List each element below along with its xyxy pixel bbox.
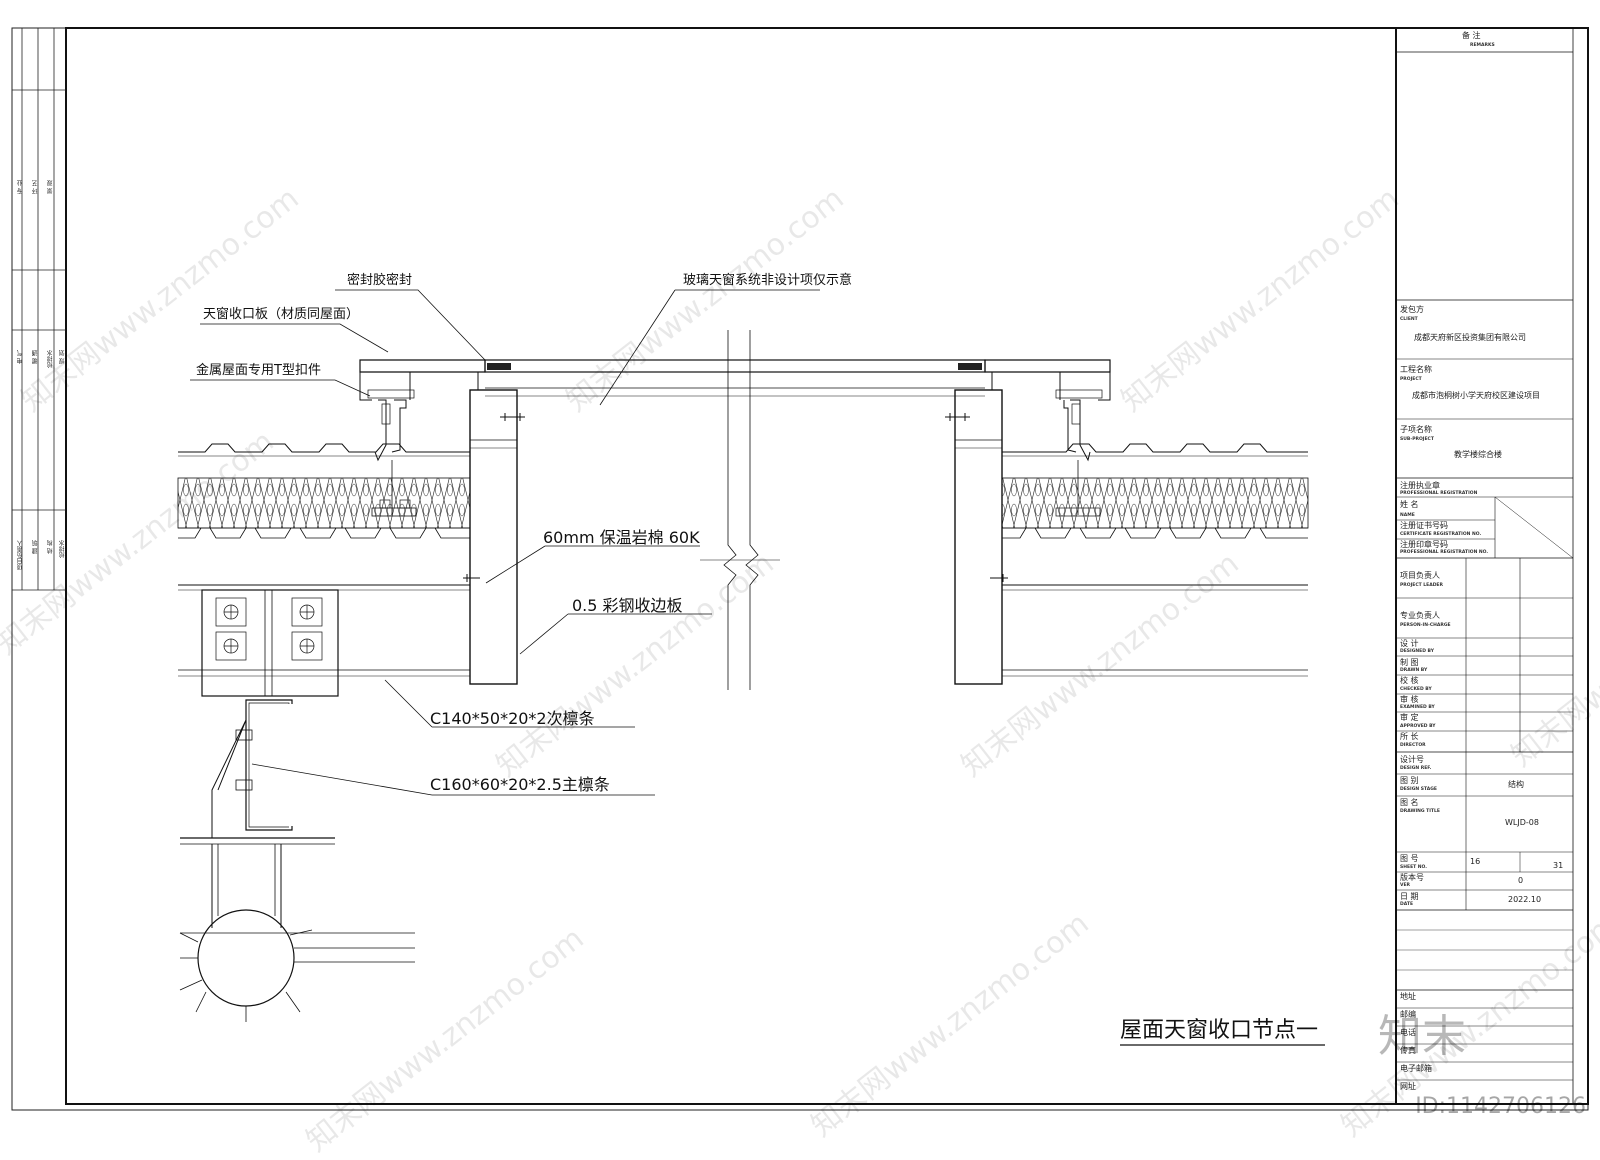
metal-roof-panel bbox=[178, 443, 470, 453]
tb-subproject-label: 子项名称 bbox=[1400, 425, 1432, 434]
tb-examined: 审 核 bbox=[1400, 695, 1419, 704]
label-sealant: 密封胶密封 bbox=[347, 273, 413, 288]
tb-fax: 传真 bbox=[1400, 1046, 1416, 1055]
watermark-id: ID:1142706126 bbox=[1415, 1094, 1586, 1119]
skylight-frame-left bbox=[469, 389, 518, 685]
glass-skylight bbox=[477, 330, 993, 690]
tb-person-in-charge: 专业负责人 bbox=[1400, 611, 1440, 620]
tb-date-en: DATE bbox=[1400, 902, 1414, 907]
tb-subproject-value: 教学楼综合楼 bbox=[1454, 450, 1502, 459]
tb-drawing-title-value: WLJD-08 bbox=[1505, 818, 1539, 827]
tb-seal-en: PROFESSIONAL REGISTRATION NO. bbox=[1400, 550, 1489, 555]
tb-subproject-en: SUB-PROJECT bbox=[1400, 437, 1434, 442]
tb-seal-label: 注册印章号码 bbox=[1400, 540, 1448, 549]
strip-text: 规 划 bbox=[59, 350, 66, 364]
tb-client-en: CLIENT bbox=[1400, 317, 1418, 322]
tb-drawing-title-en: DRAWING TITLE bbox=[1400, 809, 1440, 814]
tb-project-en: PROJECT bbox=[1400, 377, 1422, 382]
connection-plate bbox=[201, 589, 339, 697]
tb-project-leader-en: PROJECT LEADER bbox=[1400, 583, 1443, 588]
tb-project-leader: 项目负责人 bbox=[1400, 571, 1440, 580]
tb-director-en: DIRECTOR bbox=[1400, 743, 1426, 748]
tb-http: 网址 bbox=[1400, 1082, 1416, 1091]
c-purlin bbox=[245, 699, 293, 831]
cad-drawing-sheet bbox=[11, 27, 1589, 1111]
skylight-frame-right bbox=[954, 389, 1003, 685]
closing-plate bbox=[359, 359, 486, 373]
tb-stage-en: DESIGN STAGE bbox=[1400, 787, 1437, 792]
tb-examined-en: EXAMINED BY bbox=[1400, 705, 1435, 710]
tb-designed: 设 计 bbox=[1400, 639, 1419, 648]
tb-name-label: 姓 名 bbox=[1400, 500, 1419, 509]
tb-drawing-title: 图 名 bbox=[1400, 798, 1419, 807]
tb-email: 电子邮箱 bbox=[1400, 1064, 1432, 1073]
t-clip bbox=[374, 399, 407, 462]
title-block-frame bbox=[1395, 28, 1574, 1104]
watermark-logo: 知末 bbox=[1378, 1011, 1466, 1062]
tb-sheet-total: 31 bbox=[1553, 861, 1564, 870]
tb-client-value: 成都天府新区投资集团有限公司 bbox=[1414, 333, 1526, 342]
tb-approved-en: APPROVED BY bbox=[1400, 724, 1436, 729]
tb-stage-value: 结构 bbox=[1508, 780, 1524, 789]
tb-drawn: 制 图 bbox=[1400, 658, 1419, 667]
left-info-strip bbox=[12, 28, 66, 591]
strip-text: 景 观 bbox=[47, 180, 54, 194]
label-main-purlin: C160*60*20*2.5主檩条 bbox=[430, 775, 610, 794]
label-insulation: 60mm 保温岩棉 60K bbox=[543, 528, 700, 547]
tb-person-in-charge-en: PERSON-IN-CHARGE bbox=[1400, 623, 1451, 628]
tb-stage: 图 别 bbox=[1400, 776, 1419, 785]
strip-text: 环 艺 bbox=[32, 180, 39, 194]
strip-text: 建 筑 bbox=[32, 540, 39, 554]
strip-text: 给排水 bbox=[59, 540, 66, 558]
tb-version-value: 0 bbox=[1518, 876, 1524, 885]
steel-pipe bbox=[197, 909, 295, 1007]
strip-text: 专 业 bbox=[17, 180, 24, 194]
leader-lines bbox=[190, 289, 1325, 1046]
label-t-clip: 金属屋面专用T型扣件 bbox=[196, 363, 321, 378]
tb-name-en: NAME bbox=[1400, 513, 1415, 518]
tb-tel: 电话 bbox=[1400, 1028, 1416, 1037]
tb-client-label: 发包方 bbox=[1400, 305, 1424, 314]
strip-text: 结 构 bbox=[47, 540, 54, 554]
tb-project-label: 工程名称 bbox=[1400, 365, 1432, 374]
tb-sheet-no-value: 16 bbox=[1470, 857, 1481, 866]
deck-profile bbox=[178, 527, 470, 539]
strip-text: 项目负责人 bbox=[17, 540, 24, 570]
tb-design-ref-en: DESIGN REF. bbox=[1400, 766, 1432, 771]
tb-date: 日 期 bbox=[1400, 892, 1419, 901]
tb-reg-en: PROFESSIONAL REGISTRATION bbox=[1400, 491, 1478, 496]
tb-post: 邮编 bbox=[1400, 1010, 1416, 1019]
tb-checked: 校 核 bbox=[1400, 676, 1419, 685]
tb-reg-label: 注册执业章 bbox=[1400, 481, 1440, 490]
tb-version-en: VER bbox=[1400, 883, 1411, 888]
tb-project-value: 成都市泡桐树小学天府校区建设项目 bbox=[1412, 391, 1540, 400]
tb-design-ref: 设计号 bbox=[1400, 755, 1424, 764]
insulation-layer bbox=[177, 477, 471, 529]
tb-cert-en: CERTIFICATE REGISTRATION NO. bbox=[1400, 532, 1482, 537]
tb-date-value: 2022.10 bbox=[1508, 895, 1542, 904]
left-roof-assembly bbox=[177, 359, 525, 1022]
tb-designed-en: DESIGNED BY bbox=[1400, 649, 1435, 654]
tb-remarks-en: REMARKS bbox=[1470, 43, 1495, 48]
label-closing-plate: 天窗收口板（材质同屋面） bbox=[203, 307, 360, 322]
label-glass-skylight: 玻璃天窗系统非设计项仅示意 bbox=[683, 273, 853, 288]
label-secondary-purlin: C140*50*20*2次檩条 bbox=[430, 709, 595, 728]
tb-approved: 审 定 bbox=[1400, 713, 1419, 722]
tb-version: 版本号 bbox=[1400, 873, 1424, 882]
tb-drawn-en: DRAWN BY bbox=[1400, 668, 1428, 673]
tb-remarks: 备 注 bbox=[1462, 31, 1481, 40]
tb-sheet-no-en: SHEET NO. bbox=[1400, 865, 1427, 870]
strip-text: 暖 通 bbox=[32, 350, 39, 364]
tb-address: 地址 bbox=[1400, 992, 1416, 1001]
label-edge-plate: 0.5 彩钢收边板 bbox=[572, 596, 683, 615]
drawing-title: 屋面天窗收口节点一 bbox=[1120, 1018, 1319, 1043]
strip-text: 电 气 bbox=[17, 350, 24, 364]
right-roof-assembly bbox=[945, 359, 1309, 685]
tb-cert-label: 注册证书号码 bbox=[1400, 521, 1448, 530]
tb-sheet-no: 图 号 bbox=[1400, 854, 1419, 863]
break-line bbox=[723, 330, 737, 690]
strip-text: 给排水 bbox=[47, 350, 54, 368]
tb-checked-en: CHECKED BY bbox=[1400, 687, 1432, 692]
tb-director: 所 长 bbox=[1400, 732, 1419, 741]
